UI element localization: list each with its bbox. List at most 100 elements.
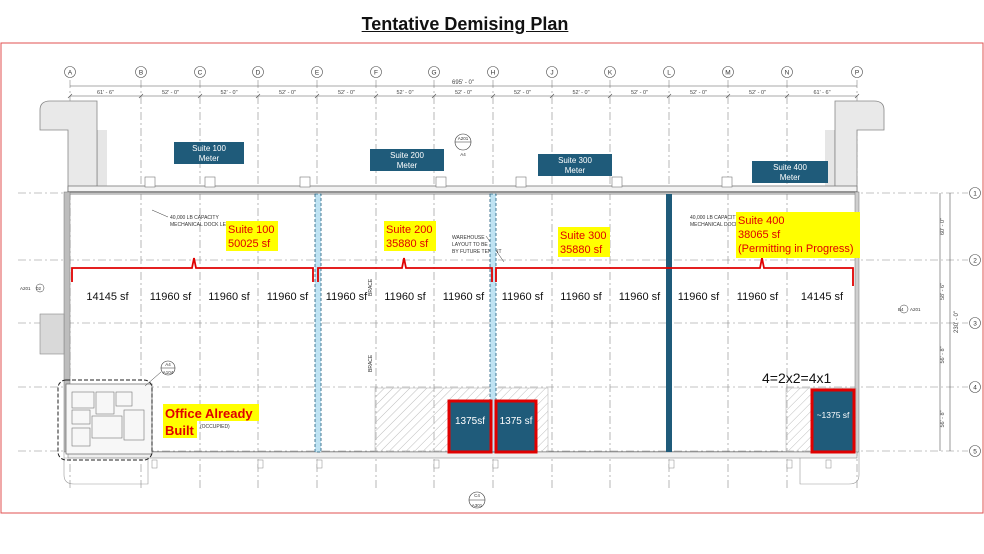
- grid-bubble-col-G: [428, 66, 440, 78]
- demising-wall-suite300-400: [666, 194, 672, 452]
- bottom-bollard: [257, 459, 264, 469]
- bay-dimension-tick: [373, 93, 379, 99]
- dock-wall: [67, 185, 858, 195]
- svg-text:Suite 100: Suite 100: [228, 224, 274, 236]
- bay-dimension-tick: [854, 93, 860, 99]
- grid-label-col-D: D: [256, 70, 261, 77]
- svg-text:C4: C4: [474, 493, 480, 498]
- bay-area-label: 11960 sf: [267, 291, 309, 303]
- svg-text:A4: A4: [460, 152, 466, 157]
- bottom-bollard: [316, 459, 323, 469]
- grid-bubble-col-E: [311, 66, 323, 78]
- grid-label-row-3: 3: [973, 321, 977, 328]
- bay-area-label: 11960 sf: [678, 291, 720, 303]
- page-title: Tentative Demising Plan: [361, 14, 569, 34]
- section-marker-bottom: C4 A301: [468, 491, 486, 509]
- svg-text:A201: A201: [20, 286, 31, 291]
- svg-text:Meter: Meter: [199, 154, 220, 163]
- svg-text:MECHANICAL DOCK LEVELER: MECHANICAL DOCK LEVELER: [690, 222, 763, 228]
- svg-text:40,000 LB CAPACITY: 40,000 LB CAPACITY: [690, 215, 739, 221]
- svg-text:Suite 300: Suite 300: [560, 230, 606, 242]
- bay-dimension-tick: [490, 93, 496, 99]
- svg-text:Meter: Meter: [397, 161, 418, 170]
- svg-text:Meter: Meter: [565, 166, 586, 175]
- grid-label-row-1: 1: [973, 191, 977, 198]
- meter-suite-300: Suite 300 Meter: [538, 154, 612, 176]
- dock-door: [204, 176, 216, 188]
- corner-top-left: [39, 100, 98, 193]
- bay-area-label: 14145 sf: [801, 291, 844, 303]
- bay-dimension-label: 52' - 0": [749, 90, 766, 96]
- overall-dimension-label: 695' - 0": [452, 80, 474, 86]
- grid-bubble-col-N: [781, 66, 793, 78]
- svg-text:Meter: Meter: [780, 173, 801, 182]
- bay-area-labels: 14145 sf 11960 sf 11960 sf 11960 sf 11960 sf…: [86, 291, 844, 303]
- corner-top-right: [834, 100, 885, 193]
- grid-bubble-col-L: [663, 66, 675, 78]
- grid-label-col-J: J: [550, 70, 553, 77]
- bay-area-label: 11960 sf: [326, 291, 368, 303]
- bay-dimension-label: 52' - 0": [514, 90, 531, 96]
- svg-text:Office Already: Office Already: [165, 406, 253, 421]
- svg-text:MECHANICAL DOCK LEVELER: MECHANICAL DOCK LEVELER: [170, 222, 243, 228]
- grid-label-col-C: C: [198, 70, 203, 77]
- division-equation: 4=2x2=4x1: [762, 370, 831, 386]
- grid-bubble-row-3: [969, 317, 981, 329]
- dock-leveler-note-right: 40,000 LB CAPACITY MECHANICAL DOCK LEVEL…: [690, 215, 763, 228]
- sheet-border: [0, 42, 984, 514]
- bay-dimension-label: 52' - 0": [631, 90, 648, 96]
- bay-dimension-label: 52' - 0": [220, 90, 237, 96]
- grid-bubble-col-M: [722, 66, 734, 78]
- suite-label-100: Suite 100 50025 sf: [226, 221, 278, 251]
- grid-bubble-col-C: [194, 66, 206, 78]
- grid-bubble-col-K: [604, 66, 616, 78]
- occupied-note: (OCCUPIED): [200, 424, 230, 430]
- grid-bubble-col-H: [487, 66, 499, 78]
- bay-dimension-tick: [549, 93, 555, 99]
- small-unit-3: ~1375 sf: [810, 388, 856, 454]
- meter-suite-400: Suite 400 Meter: [752, 161, 828, 183]
- bay-area-label: 11960 sf: [208, 291, 250, 303]
- bay-dimension-label: 61' - 6": [97, 90, 114, 96]
- svg-text:A4: A4: [165, 362, 171, 367]
- bay-dimension-tick: [138, 93, 144, 99]
- svg-text:35880 sf: 35880 sf: [560, 244, 603, 256]
- grid-bubble-row-1: [969, 187, 981, 199]
- bay-area-label: 11960 sf: [502, 291, 544, 303]
- svg-text:WAREHOUSE: WAREHOUSE: [452, 235, 485, 241]
- bay-area-label: 11960 sf: [737, 291, 779, 303]
- bay-dimension-label: 52' - 0": [396, 90, 413, 96]
- row-dimensions: 60' - 0"58' - 6"56' - 8"56' - 8": [939, 193, 946, 451]
- svg-text:(Permitting in Progress): (Permitting in Progress): [738, 243, 854, 255]
- grid-label-col-G: G: [431, 70, 436, 77]
- grid-label-col-K: K: [608, 70, 613, 77]
- svg-text:~1375 sf: ~1375 sf: [817, 410, 850, 420]
- svg-text:02: 02: [36, 286, 42, 291]
- svg-text:Suite 400: Suite 400: [738, 215, 784, 227]
- grid-bubble-col-J: [546, 66, 558, 78]
- svg-text:A301: A301: [472, 503, 483, 508]
- section-marker-left: A201 02: [20, 283, 45, 293]
- svg-text:Built: Built: [165, 423, 195, 438]
- grid-label-col-B: B: [139, 70, 143, 77]
- grid-label-row-2: 2: [973, 258, 977, 265]
- bay-area-label: 14145 sf: [86, 291, 129, 303]
- bay-dimension-label: 52' - 0": [279, 90, 296, 96]
- bay-area-label: 11960 sf: [384, 291, 426, 303]
- bay-dimension-label: 52' - 0": [690, 90, 707, 96]
- suite-label-200: Suite 200 35880 sf: [384, 221, 436, 251]
- grid-label-col-L: L: [667, 70, 671, 77]
- bay-dimension-label: 52' - 0": [572, 90, 589, 96]
- grid-label-col-F: F: [374, 70, 378, 77]
- demising-wall-suite100-200: [314, 193, 322, 453]
- svg-text:LAYOUT TO BE: LAYOUT TO BE: [452, 242, 488, 248]
- overall-depth-label: 230' - 0": [954, 311, 960, 333]
- brace-note-upper: BRACE: [368, 278, 374, 296]
- svg-text:A201: A201: [458, 136, 469, 141]
- bay-area-label: 11960 sf: [443, 291, 485, 303]
- bay-dimensions: 61' - 6" 52' - 0" 52' - 0" 52' - 0" 52' - 0"…: [67, 90, 860, 99]
- grid-label-col-N: N: [785, 70, 790, 77]
- svg-text:A201: A201: [910, 307, 921, 312]
